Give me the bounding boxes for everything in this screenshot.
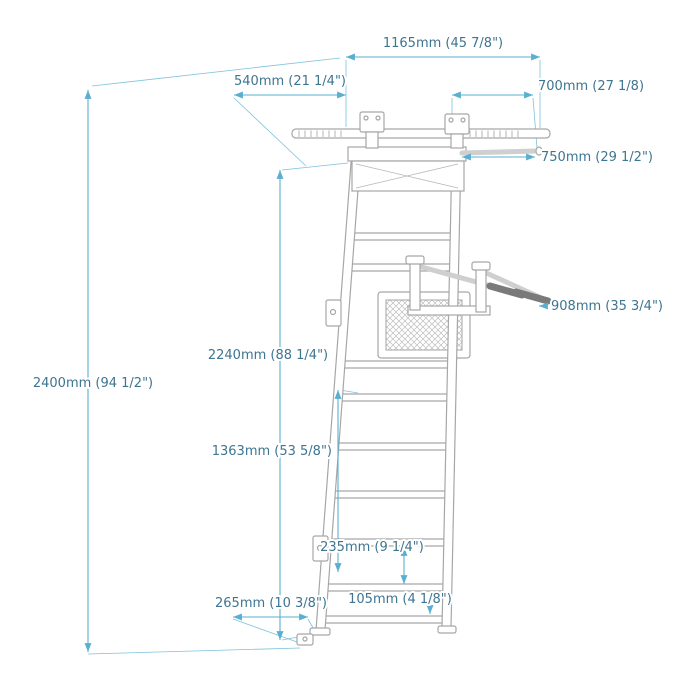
dimension-labels: 1165mm (45 7/8") 540mm (21 1/4") 700mm (… [31, 34, 665, 613]
wall-bracket-upper [325, 299, 342, 327]
dimension-label-bar-extension: 750mm (29 1/2") [541, 150, 653, 165]
dimension-label-top-right-width: 700mm (27 1/8) [538, 79, 644, 94]
wall-bracket-lower [312, 535, 329, 562]
ladder-rung [329, 490, 450, 499]
ladder-rung [333, 442, 451, 451]
bar-support-arm [459, 146, 543, 156]
dimension-label-total-height: 2400mm (94 1/2") [33, 376, 153, 391]
dimension-label-dip-mount-height: 1363mm (53 5/8") [212, 444, 332, 459]
ladder-rung [320, 615, 447, 624]
dip-grip-rear [512, 288, 552, 305]
dimension-label-top-width: 1165mm (45 7/8") [383, 36, 503, 51]
ladder-rung [348, 232, 455, 241]
wall-bars-drawing [291, 111, 552, 646]
dimension-label-bottom-offset: 105mm (4 1/8") [348, 592, 452, 607]
ladder-rung [322, 583, 448, 592]
dip-post-front [409, 261, 421, 311]
dimension-label-top-left-depth: 540mm (21 1/4") [234, 74, 346, 89]
ladder-rung [339, 360, 452, 369]
grip-knurling-right [469, 130, 519, 137]
dimension-extension-lines [87, 57, 541, 655]
dip-bar-attachment [405, 255, 552, 316]
right-foot [437, 625, 457, 634]
bar-mounting-plate-right [444, 113, 470, 149]
dip-cross-support [407, 305, 491, 316]
dip-post-rear [475, 267, 487, 313]
right-rail [441, 151, 462, 629]
dimension-label-bottom-depth: 265mm (10 3/8") [215, 596, 327, 611]
bar-mounting-plate-left [359, 111, 385, 149]
top-frame [347, 146, 467, 192]
pull-up-bar [291, 128, 551, 139]
grip-knurling-left [298, 130, 342, 137]
dimension-lines [84, 53, 548, 652]
ladder-rung [336, 393, 452, 402]
dimension-label-dip-depth: 908mm (35 3/4") [551, 299, 663, 314]
left-foot [309, 627, 331, 636]
floor-anchor-bracket [296, 633, 314, 646]
dimension-label-rung-spacing: 235mm (9 1/4") [320, 540, 424, 555]
dimension-label-wall-bar-height: 2240mm (88 1/4") [208, 348, 328, 363]
